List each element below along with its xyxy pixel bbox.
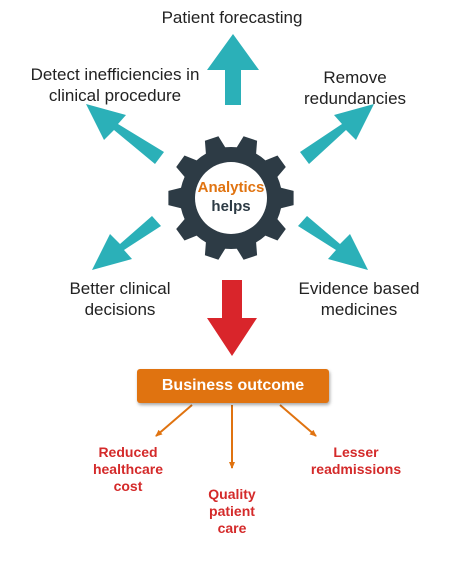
- outcome-arrows: [155, 404, 317, 469]
- center-label-line2: helps: [211, 198, 251, 215]
- outcome-item-readmissions: Lesser readmissions: [296, 444, 416, 478]
- benefit-upper-right: Remove redundancies: [290, 67, 420, 109]
- benefit-upper-right-line1: Remove: [323, 68, 387, 87]
- benefit-lower-left-line2: decisions: [84, 300, 156, 319]
- benefit-lower-right: Evidence based medicines: [284, 278, 434, 320]
- benefit-lower-left: Better clinical decisions: [55, 278, 185, 320]
- outcome-item-2-line2: patient: [209, 503, 255, 519]
- benefit-upper-left-line1: Detect inefficiencies in: [30, 65, 200, 84]
- outcome-arrow-right: [279, 404, 317, 437]
- center-label-line1: Analytics: [197, 179, 265, 196]
- center-label: Analytics helps: [181, 178, 281, 216]
- outcome-item-3-line1: Lesser: [333, 444, 379, 460]
- benefit-upper-right-line2: redundancies: [303, 89, 407, 108]
- gear-hub: [195, 162, 267, 234]
- benefit-lower-left-line1: Better clinical: [69, 279, 171, 298]
- outcome-item-reduced-cost: Reduced healthcare cost: [73, 444, 183, 495]
- benefit-upper-left: Detect inefficiencies in clinical proced…: [20, 64, 210, 106]
- outcome-arrow-left: [155, 404, 193, 437]
- benefit-lower-right-line2: medicines: [320, 300, 398, 319]
- arrow-lower-right: [298, 216, 368, 270]
- benefit-top: Patient forecasting: [161, 8, 303, 27]
- outcome-item-2-line3: care: [217, 520, 247, 536]
- outcome-item-1-line3: cost: [113, 478, 143, 494]
- outcome-item-1-line1: Reduced: [98, 444, 158, 460]
- outcome-item-quality-care: Quality patient care: [182, 486, 282, 537]
- arrow-up: [207, 34, 259, 105]
- arrow-down-red: [207, 280, 257, 356]
- arrow-lower-left: [92, 216, 161, 270]
- business-outcome-box: Business outcome: [137, 369, 329, 403]
- business-outcome-title: Business outcome: [161, 377, 305, 394]
- benefit-lower-right-line1: Evidence based: [298, 279, 420, 298]
- arrow-upper-right: [300, 104, 374, 164]
- outcome-item-3-line2: readmissions: [310, 461, 402, 477]
- outcome-item-2-line1: Quality: [208, 486, 256, 502]
- arrows-group: [86, 34, 374, 270]
- outcome-item-1-line2: healthcare: [92, 461, 164, 477]
- arrow-upper-left: [86, 104, 164, 164]
- benefit-upper-left-line2: clinical procedure: [48, 86, 182, 105]
